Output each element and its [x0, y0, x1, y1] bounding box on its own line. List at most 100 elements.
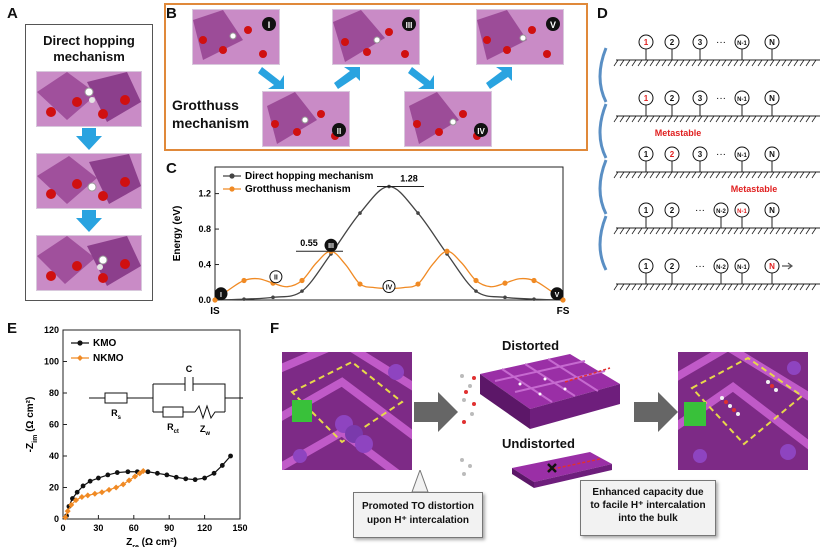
surface-hatch: [619, 59, 625, 67]
x-tick-label: 150: [232, 523, 247, 533]
surface-hatch: [721, 115, 727, 123]
surface-hatch: [799, 227, 805, 235]
site-circle: [713, 202, 729, 218]
circuit-zw-label: Zw: [200, 424, 211, 437]
y-axis-label: Energy (eV): [172, 206, 183, 262]
surface-hatch: [757, 283, 763, 291]
site-circle: [764, 258, 780, 274]
surface-hatch: [697, 171, 703, 179]
surface-hatch: [805, 59, 811, 67]
surface-hatch: [655, 227, 661, 235]
surface-hatch: [739, 59, 745, 67]
surface-hatch: [613, 283, 619, 291]
surface-hatch: [661, 115, 667, 123]
site-label: 2: [670, 38, 675, 47]
surface-hatch: [685, 227, 691, 235]
surface-hatch: [631, 59, 637, 67]
resistor-rs: [104, 392, 128, 404]
kmo-point: [173, 474, 179, 480]
surface-hatch: [727, 59, 733, 67]
surface-hatch: [649, 171, 655, 179]
grotthuss-point: [212, 297, 218, 303]
surface-hatch: [769, 227, 775, 235]
site-circle: [664, 90, 680, 106]
surface-hatch: [679, 171, 685, 179]
distorted-framework-3d: [480, 354, 620, 429]
transition-arrow-icon: [598, 47, 608, 103]
surface-hatch: [733, 171, 739, 179]
ellipsis: ···: [716, 149, 726, 160]
panel-a-frame: Direct hopping mechanism: [25, 24, 153, 301]
surface-hatch: [745, 171, 751, 179]
site-label: N-1: [737, 209, 747, 215]
crystal-stage-4: IV: [404, 91, 492, 147]
legend-marker: [77, 340, 83, 346]
site-label: 2: [670, 206, 675, 215]
x-tick-label-is: IS: [210, 306, 220, 317]
stage-label-2: II: [337, 127, 341, 136]
grotthuss-point: [560, 297, 566, 303]
site-circle: [734, 90, 750, 106]
crystal-undistorted-lattice: [282, 352, 412, 470]
surface-hatch: [691, 227, 697, 235]
surface-hatch: [637, 59, 643, 67]
kmo-point: [192, 477, 198, 483]
surface-hatch: [721, 59, 727, 67]
site-label: N-1: [737, 153, 747, 159]
direct-hopping-point: [242, 297, 246, 301]
stage-marker-1: [214, 287, 228, 301]
surface-hatch: [799, 171, 805, 179]
panel-label-a: A: [7, 5, 18, 22]
surface-hatch: [745, 59, 751, 67]
site-label: N-1: [737, 97, 747, 103]
grotthuss-point: [299, 277, 305, 284]
stage-marker-label: IV: [386, 284, 393, 291]
stage-marker-label: I: [220, 292, 222, 299]
site-label: 1: [644, 94, 649, 103]
surface-hatch: [673, 283, 679, 291]
site-circle: [638, 90, 654, 106]
surface-hatch: [643, 59, 649, 67]
y-tick-label: 20: [49, 483, 59, 493]
transition-arrow-icon: [598, 159, 608, 215]
surface-hatch: [613, 59, 619, 67]
diag-down-arrow-icon: [408, 67, 434, 89]
surface-hatch: [733, 227, 739, 235]
callout-pointer: [411, 470, 429, 492]
surface-hatch: [805, 227, 811, 235]
annotation-1-28: 1.28: [400, 174, 418, 184]
circuit-wires: [89, 383, 243, 420]
surface-hatch: [715, 227, 721, 235]
surface-hatch: [673, 171, 679, 179]
panel-label-d: D: [597, 5, 608, 22]
surface-hatch: [685, 59, 691, 67]
legend-label-kmo: KMO: [93, 338, 117, 349]
surface-hatch: [625, 227, 631, 235]
surface-hatch: [613, 115, 619, 123]
surface-hatch: [805, 283, 811, 291]
surface-hatch: [733, 283, 739, 291]
surface-hatch: [733, 59, 739, 67]
surface-hatch: [757, 115, 763, 123]
site-label: 2: [670, 262, 675, 271]
annotation-0-55: 0.55: [300, 238, 318, 248]
ellipsis: ···: [716, 37, 726, 48]
site-circle: [734, 34, 750, 50]
y-tick-label: 0.8: [198, 224, 211, 234]
panel-b-title-line2: mechanism: [172, 115, 250, 131]
surface-hatch: [775, 283, 781, 291]
surface-hatch: [811, 227, 817, 235]
site-label: 3: [698, 38, 703, 47]
surface-hatch: [715, 283, 721, 291]
kmo-point: [228, 453, 233, 459]
grotthuss-point: [473, 277, 479, 284]
surface-hatch: [655, 171, 661, 179]
surface-hatch: [655, 115, 661, 123]
site-label: N: [769, 262, 775, 271]
direct-hopping-point: [474, 289, 478, 293]
plot-frame: [62, 329, 241, 520]
undistorted-tunnel-3d: [512, 452, 612, 488]
surface-hatch: [613, 171, 619, 179]
